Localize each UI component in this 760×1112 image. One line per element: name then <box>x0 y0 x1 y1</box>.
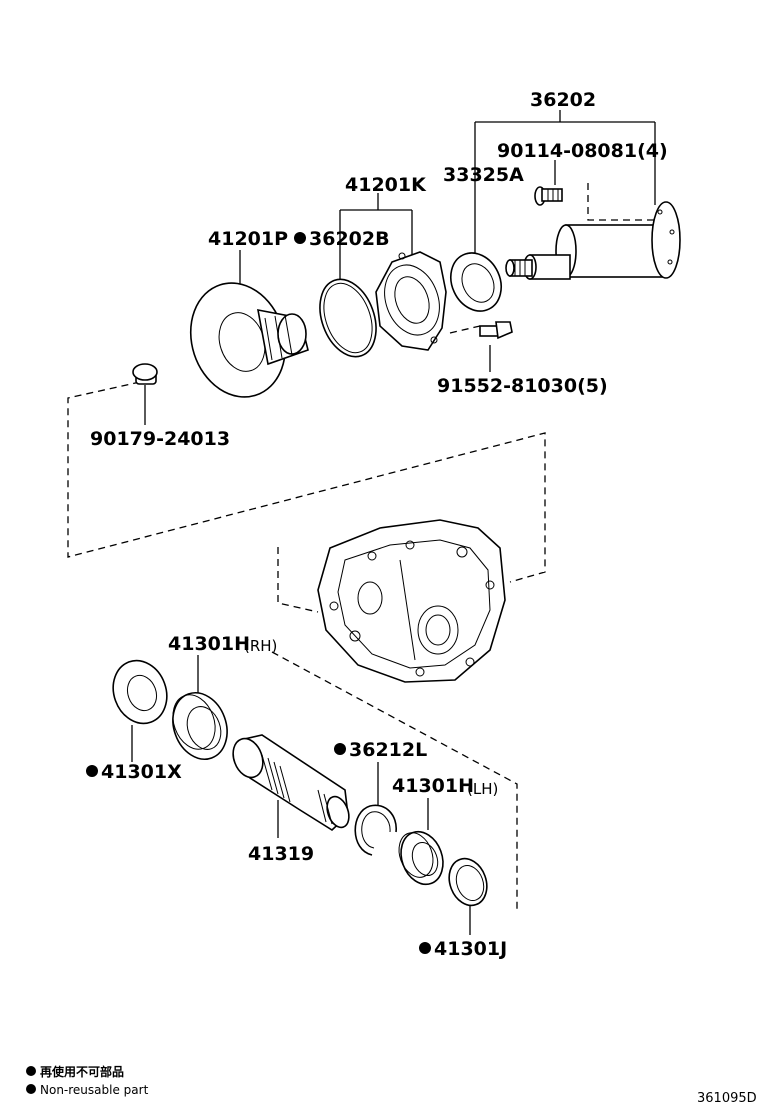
label-41201P: 41201P <box>208 228 288 250</box>
legend: 再使用不可部品 Non-reusable part <box>26 1064 149 1097</box>
leader-lines <box>131 110 656 935</box>
label-41301X: 41301X <box>101 761 182 783</box>
label-41201K: 41201K <box>345 174 427 196</box>
label-lh-suffix: (LH) <box>467 780 498 798</box>
washer-41301J <box>448 857 488 907</box>
non-reusable-marker-41301X <box>86 765 98 777</box>
shaft-41319 <box>232 734 350 832</box>
label-33325A: 33325A <box>443 164 524 186</box>
bearing-41301H-lh <box>398 830 444 886</box>
transfer-case-housing <box>317 519 506 683</box>
label-41301H-rh: 41301H <box>168 633 250 655</box>
assembly-dashed-lines <box>67 183 655 910</box>
label-36202: 36202 <box>530 89 596 111</box>
label-41301J: 41301J <box>434 938 507 960</box>
label-91552: 91552-81030(5) <box>437 375 608 397</box>
label-36212L: 36212L <box>349 739 427 761</box>
part-labels: 36202 90114-08081(4) 33325A 41201K 41201… <box>86 89 668 960</box>
ring-gear-41201P <box>189 282 309 398</box>
oil-seal-33325A <box>450 252 502 312</box>
label-90114: 90114-08081(4) <box>497 140 668 162</box>
label-41301H-lh: 41301H <box>392 775 474 797</box>
non-reusable-marker-41301J <box>419 942 431 954</box>
o-ring-36202B <box>319 278 377 358</box>
washer-41301X <box>112 659 168 725</box>
non-reusable-marker-36212L <box>334 743 346 755</box>
non-reusable-marker-36202B <box>294 232 306 244</box>
label-36202B: 36202B <box>309 228 390 250</box>
bearing-retainer-41201K <box>375 251 447 351</box>
bolt-90114 <box>534 186 563 206</box>
bolt-91552 <box>479 321 513 340</box>
bushing-90179 <box>132 363 158 385</box>
label-90179: 90179-24013 <box>90 428 230 450</box>
legend-marker-1 <box>26 1066 36 1076</box>
snap-ring-36212L <box>354 804 397 856</box>
label-rh-suffix: (RH) <box>244 637 277 655</box>
legend-marker-2 <box>26 1084 36 1094</box>
legend-text-japanese: 再使用不可部品 <box>40 1064 124 1079</box>
bearing-41301H-rh <box>172 692 228 760</box>
transfer-shaft-assembly <box>505 201 681 280</box>
label-41319: 41319 <box>248 843 314 865</box>
diagram-code: 361095D <box>697 1091 757 1106</box>
legend-text-english: Non-reusable part <box>40 1083 149 1097</box>
